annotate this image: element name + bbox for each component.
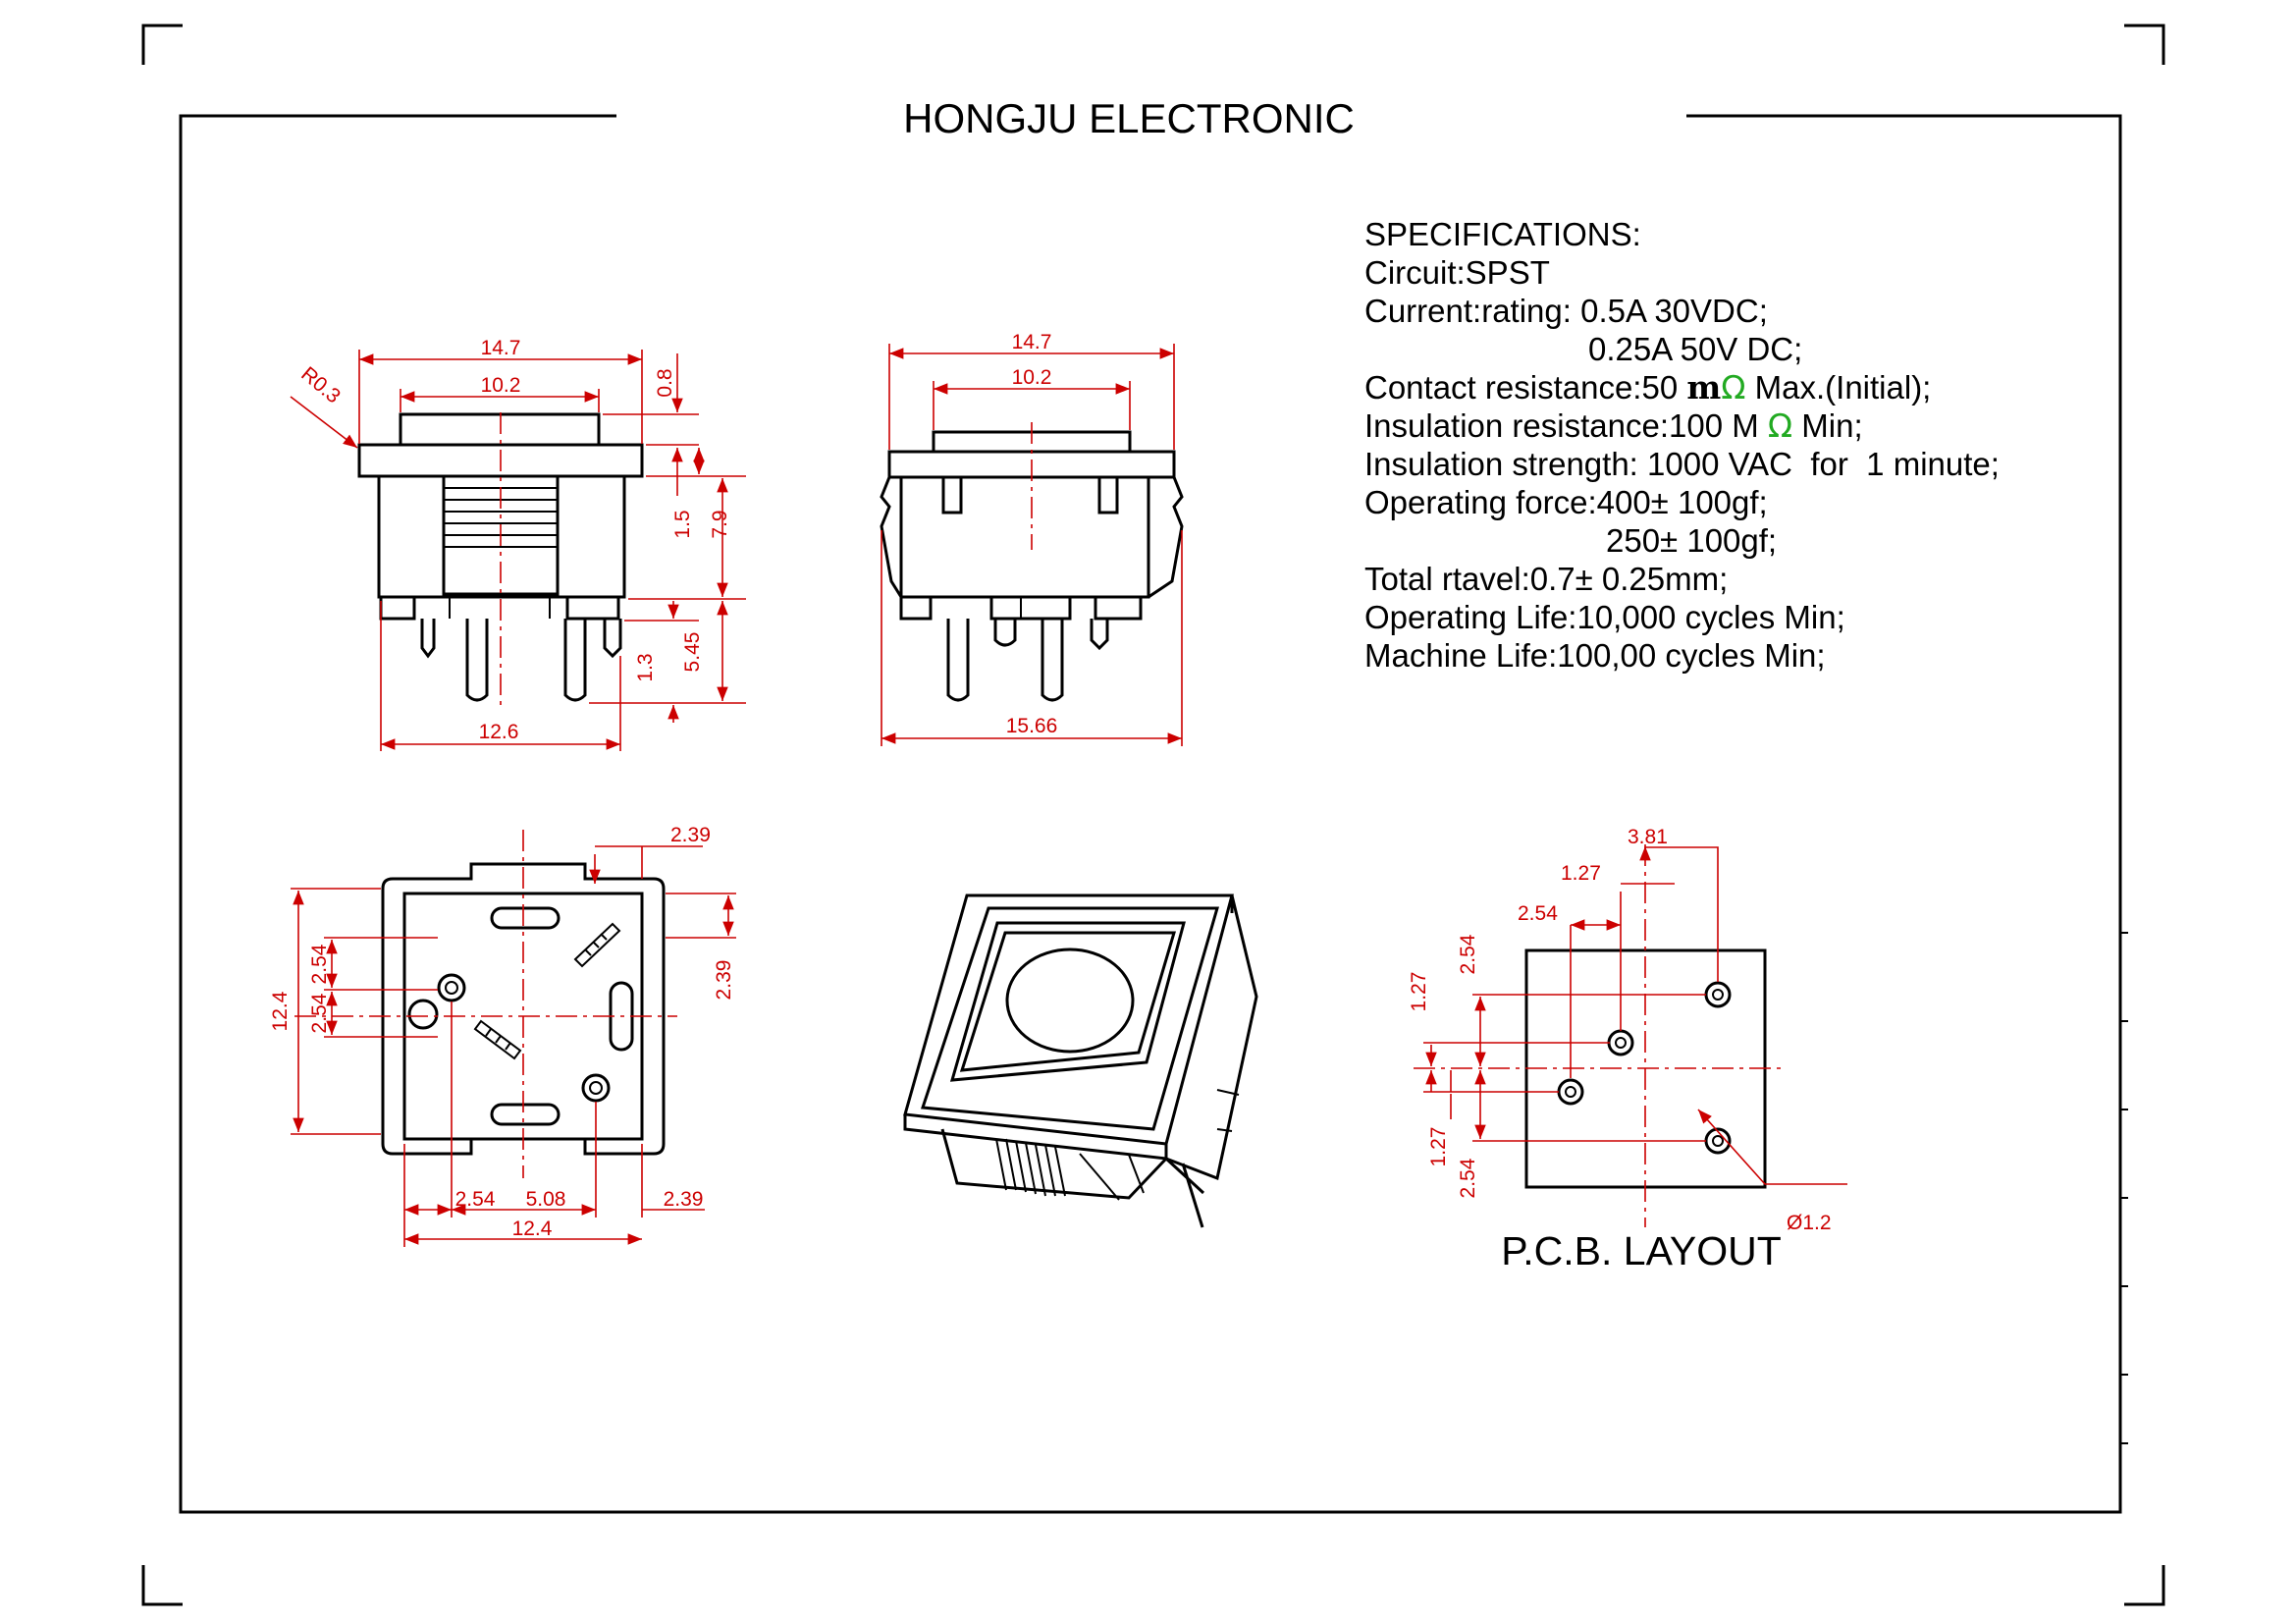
spec-operating-life: Operating Life:10,000 cycles Min; [1364, 599, 1845, 635]
contact-resistance-label: Contact resistance:50 [1364, 369, 1686, 406]
dim-pcb-2-54-lower: 2.54 [1457, 1158, 1479, 1198]
pcb-layout: 3.81 1.27 2.54 1.27 2.54 1.27 2.54 Ø1.2 … [1408, 826, 1847, 1273]
bottom-view: 2.39 12.4 2.54 2.54 2.39 2.54 5.08 2.39 … [269, 824, 736, 1247]
dim-cap-height: 0.8 [654, 368, 676, 397]
dim-bottom-pitch-2: 2.54 [308, 993, 331, 1033]
drawing-border [179, 114, 2122, 1514]
dim-flange-gap: 1.5 [671, 510, 694, 538]
border-ticks [2120, 932, 2128, 1444]
specifications-block: SPECIFICATIONS: Circuit:SPST Current:rat… [1364, 216, 2000, 674]
insulation-resistance-label: Insulation resistance:100 M [1364, 407, 1768, 444]
isometric-view [903, 893, 1258, 1228]
side-view: 14.7 10.2 15.66 [880, 331, 1184, 746]
spec-total-travel: Total rtavel:0.7± 0.25mm; [1364, 561, 1728, 597]
dim-corner-radius: R0.3 [296, 362, 345, 407]
spec-current-rating-1: Current:rating: 0.5A 30VDC; [1364, 293, 1768, 329]
spec-current-rating-2: 0.25A 50V DC; [1588, 331, 1802, 367]
pcb-holes [1557, 981, 1732, 1155]
contact-resistance-suffix: Max.(Initial); [1745, 369, 1931, 406]
spec-operating-force-2: 250± 100gf; [1606, 522, 1777, 559]
dim-bottom-offset: 2.39 [664, 1188, 704, 1211]
dim-pcb-2-54-left: 2.54 [1457, 934, 1479, 974]
dim-bottom-top-offset: 2.39 [670, 824, 711, 846]
dim-front-width-cap: 10.2 [481, 374, 521, 397]
dim-side-width-cap: 10.2 [1012, 366, 1052, 389]
ohm-icon: Ω [1768, 406, 1792, 445]
dim-pcb-2-54-top: 2.54 [1518, 902, 1558, 925]
spec-operating-force-1: Operating force:400± 100gf; [1364, 484, 1768, 520]
dim-bottom-right-offset: 2.39 [713, 960, 735, 1001]
spec-contact-resistance: Contact resistance:50 mΩ Max.(Initial); [1364, 368, 1931, 406]
dim-pcb-1-27-lower: 1.27 [1427, 1127, 1450, 1167]
front-view: 14.7 10.2 R0.3 0.8 1.5 7.9 1.3 5.45 12.6 [290, 337, 746, 751]
dim-pcb-hole-diameter: Ø1.2 [1787, 1212, 1832, 1234]
dim-side-width-overall: 14.7 [1012, 331, 1052, 353]
dim-pcb-3-81: 3.81 [1628, 826, 1668, 848]
dim-bottom-height-overall: 12.4 [269, 991, 292, 1031]
dim-side-width-clips: 15.66 [1006, 715, 1058, 737]
spec-machine-life: Machine Life:100,00 cycles Min; [1364, 637, 1826, 674]
dim-pcb-1-27-left: 1.27 [1408, 972, 1430, 1012]
milli-symbol: m [1686, 368, 1721, 406]
dim-pin-span: 12.6 [479, 721, 519, 743]
dim-pin-length-short: 1.3 [634, 653, 657, 681]
spec-insulation-resistance: Insulation resistance:100 M Ω Min; [1364, 406, 1863, 445]
dim-pcb-1-27-top: 1.27 [1561, 862, 1601, 885]
spec-heading: SPECIFICATIONS: [1364, 216, 1641, 252]
dim-body-height: 7.9 [709, 510, 731, 538]
dim-bottom-pitch-1: 2.54 [308, 944, 331, 984]
dim-bottom-pitch-b: 5.08 [526, 1188, 566, 1211]
dim-front-width-overall: 14.7 [481, 337, 521, 359]
page-title: HONGJU ELECTRONIC [903, 95, 1355, 141]
dim-pin-length: 5.45 [681, 632, 704, 673]
crop-marks [141, 24, 2165, 1606]
spec-insulation-strength: Insulation strength: 1000 VAC for 1 minu… [1364, 446, 2000, 482]
dim-bottom-width-overall: 12.4 [512, 1218, 553, 1240]
dim-bottom-pitch-a: 2.54 [455, 1188, 496, 1211]
spec-circuit: Circuit:SPST [1364, 254, 1550, 291]
ohm-icon: Ω [1721, 368, 1745, 406]
pcb-layout-label: P.C.B. LAYOUT [1501, 1228, 1782, 1273]
insulation-resistance-suffix: Min; [1792, 407, 1863, 444]
